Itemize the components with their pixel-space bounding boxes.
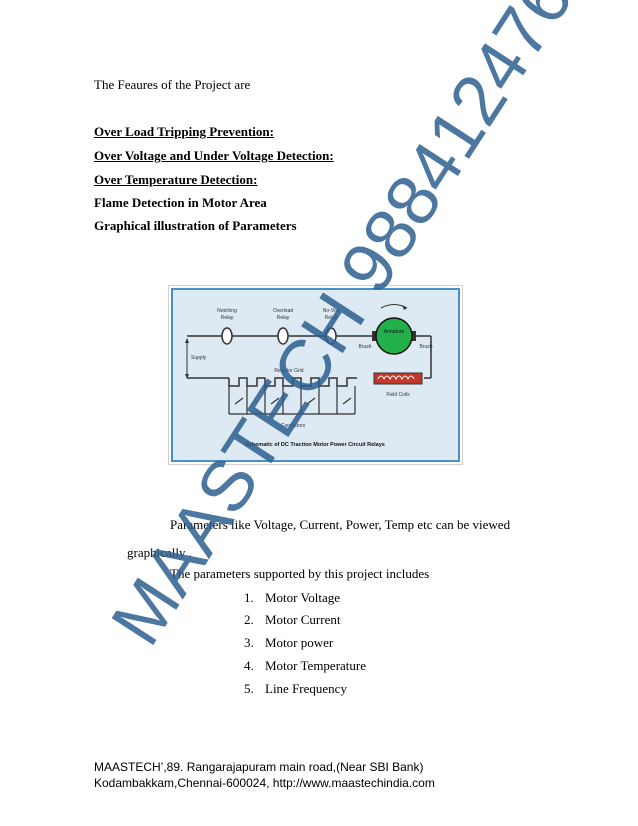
feature-temperature: Over Temperature Detection:	[94, 172, 258, 187]
list-item: 2. Motor Current	[244, 612, 340, 628]
intro-text: The Feaures of the Project are	[94, 77, 251, 92]
para2: The parameters supported by this project…	[170, 566, 430, 581]
contactors-label: Contactors	[281, 423, 306, 429]
notching-label-2: Relay	[221, 315, 234, 321]
list-item: 5. Line Frequency	[244, 681, 347, 697]
resistor-grid	[228, 377, 357, 387]
footer-address-line1: MAASTECH’,89. Rangarajapuram main road,(…	[94, 760, 424, 774]
overload-relay-coil	[277, 327, 289, 345]
novolt-label-1: No-Volt	[323, 308, 340, 314]
list-text: Motor Temperature	[265, 658, 367, 673]
brush-right-label: Brush	[419, 344, 432, 350]
novolt-label-2: Relay	[325, 315, 338, 321]
para1-line1: Parameters like Voltage, Current, Power,…	[170, 517, 511, 532]
schematic-caption: Schematic of DC Traction Motor Power Cir…	[245, 442, 385, 448]
list-text: Line Frequency	[265, 681, 347, 696]
para1-line2: graphically .	[127, 545, 192, 560]
resistor-grid-label: Resistor Grid	[274, 368, 303, 374]
list-text: Motor power	[265, 635, 334, 650]
list-number: 2.	[244, 612, 254, 627]
feature-overload: Over Load Tripping Prevention:	[94, 124, 274, 139]
field-coils	[373, 372, 423, 385]
list-item: 4. Motor Temperature	[244, 658, 366, 674]
list-text: Motor Current	[265, 612, 341, 627]
list-number: 1.	[244, 590, 254, 605]
supply-label: Supply	[191, 355, 207, 361]
field-coils-label: Field Coils	[386, 392, 410, 398]
list-item: 3. Motor power	[244, 635, 333, 651]
list-item: 1. Motor Voltage	[244, 590, 340, 606]
overload-label-2: Relay	[277, 315, 290, 321]
list-text: Motor Voltage	[265, 590, 340, 605]
relay-schematic-svg: Notching Relay Overload Relay No-Volt Re…	[171, 288, 460, 462]
list-number: 3.	[244, 635, 254, 650]
novolt-relay-coil	[325, 327, 337, 345]
armature-label: Armature	[384, 329, 405, 335]
feature-flame: Flame Detection in Motor Area	[94, 195, 267, 210]
contactors-switches	[234, 397, 352, 405]
relay-schematic-figure: Notching Relay Overload Relay No-Volt Re…	[168, 285, 463, 465]
footer-address-line2: Kodambakkam,Chennai-600024, http://www.m…	[94, 776, 435, 790]
feature-voltage: Over Voltage and Under Voltage Detection…	[94, 148, 334, 163]
list-number: 4.	[244, 658, 254, 673]
feature-graphical: Graphical illustration of Parameters	[94, 218, 297, 233]
notching-relay-coil	[221, 327, 233, 345]
notching-label-1: Notching	[217, 308, 237, 314]
overload-label-1: Overload	[273, 308, 294, 314]
brush-left-label: Brush	[358, 344, 371, 350]
list-number: 5.	[244, 681, 254, 696]
armature-circle	[375, 317, 413, 355]
